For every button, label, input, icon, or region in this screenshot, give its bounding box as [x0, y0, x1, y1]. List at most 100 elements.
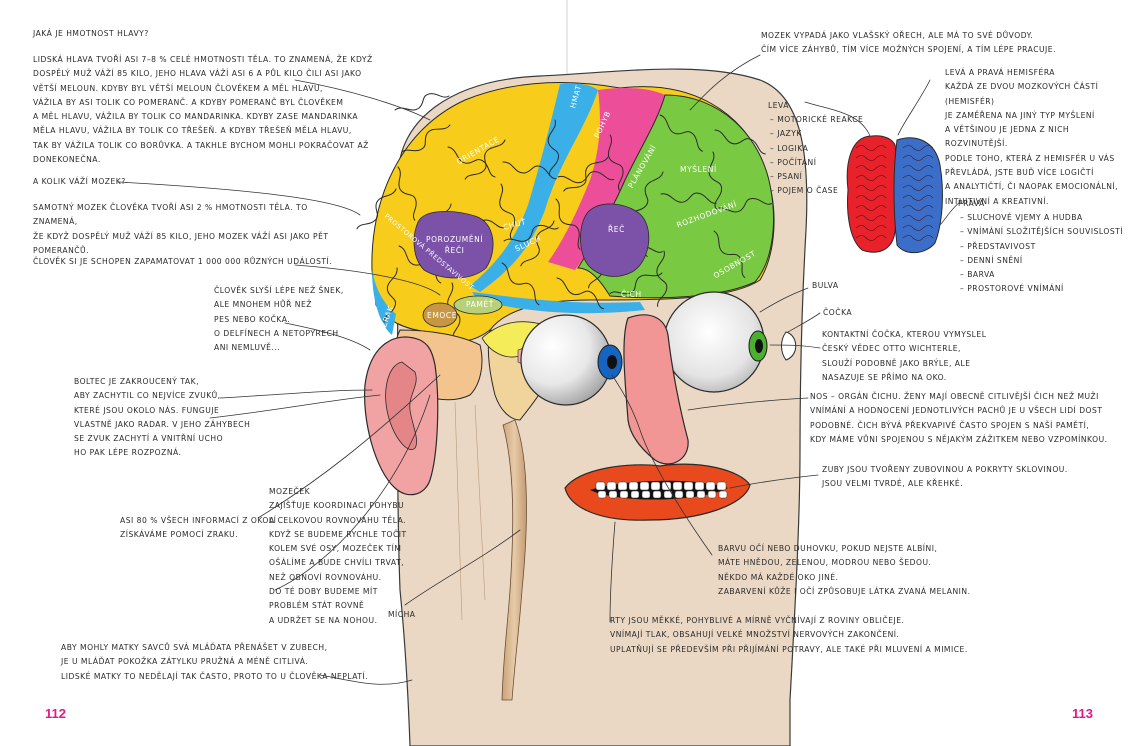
- tooth-upper: [595, 481, 606, 491]
- ear-text: Boltec je zakroucený tak, aby zachytil c…: [74, 377, 251, 458]
- broca-area: [580, 203, 650, 277]
- gyrus-line: [547, 119, 559, 177]
- hemisphere-gyrus-line: [855, 175, 887, 181]
- gyrus-line: [464, 139, 506, 180]
- gyrus-line: [503, 224, 559, 242]
- nose-text: Nos – orgán čichu. Ženy mají obecně citl…: [810, 392, 1108, 444]
- tooth-lower: [718, 490, 728, 499]
- hearing-text: Člověk slyší lépe než šnek, ale mnohem h…: [214, 286, 344, 353]
- teeth-text: Zuby jsou tvořeny zubovinou a pokryty sk…: [822, 465, 1068, 489]
- tooth-upper: [661, 481, 672, 491]
- brain-blue-strip: [470, 83, 598, 292]
- tooth-lower: [597, 490, 607, 499]
- tooth-upper: [639, 481, 650, 491]
- gyrus-line: [563, 156, 609, 192]
- hemisphere-gyrus-line: [855, 165, 887, 171]
- gyrus-line: [520, 220, 555, 267]
- right-hemisphere-list: – sluchové vjemy a hudba – vnímání složi…: [960, 213, 1124, 294]
- hemisphere-gyrus-line: [855, 185, 887, 191]
- hemispheres-text: Levá a pravá hemisféra Každá ze dvou moz…: [945, 68, 1119, 206]
- tooth-lower: [630, 490, 640, 499]
- tooth-upper: [606, 481, 617, 491]
- label-smell: Čich: [621, 290, 642, 299]
- tooth-lower: [685, 490, 695, 499]
- hemisphere-gyrus-line: [902, 155, 934, 161]
- label-emotion: Emoce: [427, 311, 458, 320]
- gyrus-line: [501, 262, 540, 306]
- tooth-lower: [674, 490, 684, 499]
- spinal-cord: [501, 419, 527, 701]
- left-hemisphere-list: – motorické reakce – jazyk – logika – po…: [770, 115, 864, 196]
- tooth-upper: [716, 481, 727, 491]
- gyrus-line: [383, 267, 398, 323]
- head-weight-question: Jaká je hmotnost hlavy?: [33, 29, 149, 38]
- tooth-lower: [641, 490, 651, 499]
- wernicke-area: [413, 211, 494, 279]
- gyrus-line: [660, 192, 717, 204]
- tooth-lower: [619, 490, 629, 499]
- nose-shape: [623, 314, 689, 465]
- tooth-upper: [683, 481, 694, 491]
- hemisphere-gyrus-line: [855, 205, 887, 211]
- hemisphere-gyrus-line: [855, 155, 887, 161]
- tooth-lower: [608, 490, 618, 499]
- neck-text: Aby mohly matky savců svá mláďata přenáš…: [61, 643, 369, 681]
- eyeball-left: [520, 314, 612, 406]
- hemisphere-left: [846, 135, 898, 253]
- hemisphere-gyrus-line: [902, 165, 934, 171]
- label-thinking: Myšlení: [680, 165, 717, 174]
- tooth-upper: [672, 481, 683, 491]
- hemisphere-gyrus-line: [902, 215, 934, 221]
- hemisphere-gyrus-line: [902, 195, 934, 201]
- label-speech: Řeč: [608, 225, 625, 234]
- brain-weight-text: Samotný mozek člověka tvoří asi 2 % hmot…: [33, 203, 329, 255]
- tooth-lower: [707, 490, 717, 499]
- hemisphere-gyrus-line: [902, 235, 934, 241]
- tooth-upper: [617, 481, 628, 491]
- hemisphere-gyrus-line: [855, 235, 887, 241]
- gyrus-line: [447, 146, 496, 178]
- gyrus-line: [656, 250, 668, 307]
- tooth-lower: [696, 490, 706, 499]
- label-understanding: Porozumění řeči: [426, 235, 484, 255]
- lips-text: Rty jsou měkké, pohyblivé a mírně vyčnív…: [610, 616, 968, 654]
- cerebellum-text: Mozeček zajišťuje koordinaci pohybu a ce…: [269, 487, 407, 625]
- gyrus-line: [499, 183, 516, 240]
- eye-color-text: Barvu očí nebo duhovku, pokud nejste alb…: [718, 544, 971, 596]
- spine-lines: [454, 401, 486, 621]
- memory-text: Člověk si je schopen zapamatovat 1 000 0…: [33, 257, 333, 266]
- lens-label: Čočka: [823, 308, 853, 317]
- gyrus-line: [659, 114, 703, 152]
- hemisphere-gyrus-line: [855, 145, 887, 151]
- gyrus-line: [557, 171, 615, 184]
- hemisphere-gyrus-line: [902, 225, 934, 231]
- hemisphere-gyri: [855, 145, 934, 241]
- hemisphere-gyrus-line: [855, 195, 887, 201]
- page-number-right: 113: [1072, 706, 1093, 721]
- teeth: [595, 481, 728, 499]
- ear-inner: [385, 361, 418, 450]
- page-number-left: 112: [45, 706, 66, 721]
- gyrus-line: [609, 272, 663, 295]
- hemisphere-gyrus-line: [902, 145, 934, 151]
- tooth-upper: [628, 481, 639, 491]
- brain-weight-question: A kolik váží mozek?: [33, 177, 126, 186]
- pupil-right: [755, 339, 763, 353]
- right-hemisphere-title: Pravá: [958, 199, 985, 208]
- contact-lens: [781, 331, 797, 361]
- label-memory: Paměť: [466, 300, 494, 309]
- tooth-lower: [652, 490, 662, 499]
- gyrus-line: [356, 188, 397, 230]
- hemisphere-gyrus-line: [855, 215, 887, 221]
- hemisphere-right: [893, 137, 943, 254]
- walnut-text: Mozek vypadá jako vlašský ořech, ale má …: [761, 31, 1057, 55]
- spine-label: Mícha: [388, 610, 416, 619]
- gyrus-line: [715, 198, 773, 213]
- contact-lens-text: Kontaktní čočka, kterou vymyslel český v…: [822, 330, 987, 382]
- head-weight-text: Lidská hlava tvoří asi 7–8 % celé hmotno…: [33, 55, 373, 165]
- hemisphere-gyrus-line: [855, 225, 887, 231]
- tooth-upper: [694, 481, 705, 491]
- gyrus-line: [394, 93, 450, 111]
- gyrus-line: [502, 161, 557, 180]
- gyrus-line: [555, 198, 581, 250]
